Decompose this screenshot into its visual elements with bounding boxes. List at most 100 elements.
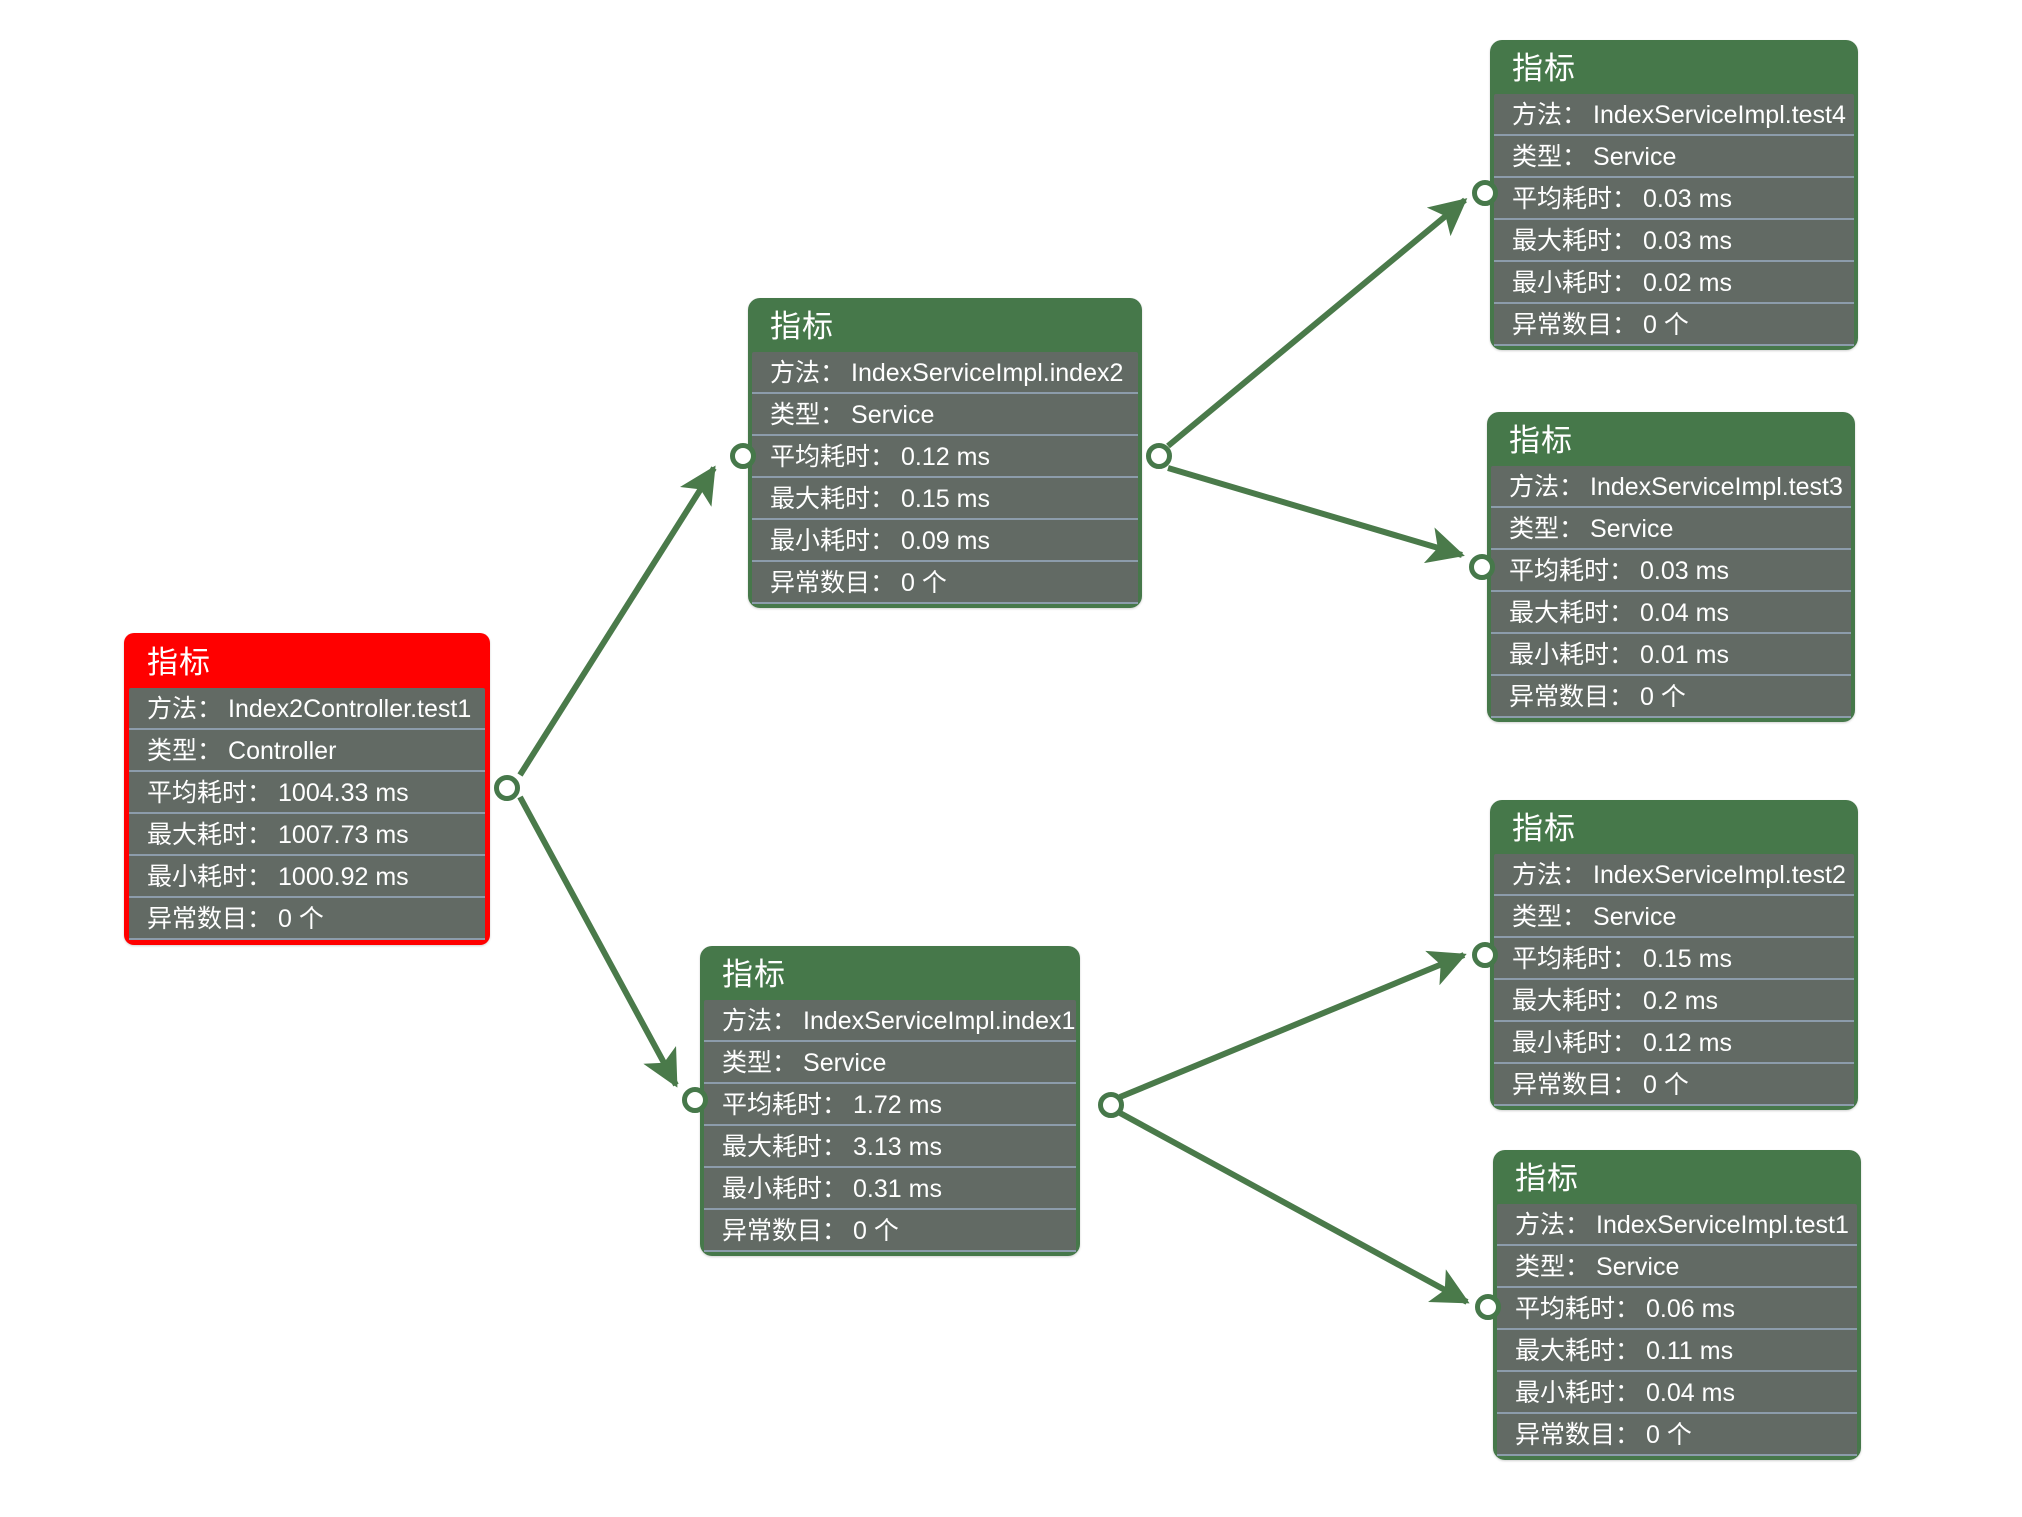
label-min: 最小耗时： (722, 1175, 848, 1203)
row-max: 最大耗时：1007.73 ms (129, 814, 485, 856)
value-errors: 0 个 (1643, 311, 1689, 339)
row-max: 最大耗时：0.03 ms (1494, 220, 1854, 262)
value-avg: 0.12 ms (901, 443, 990, 471)
node-test3[interactable]: 指标 方法：IndexServiceImpl.test3 类型：Service … (1487, 412, 1855, 722)
label-errors: 异常数目： (1512, 311, 1638, 339)
node-header: 指标 (1512, 811, 1576, 846)
node-index2[interactable]: 指标 方法：IndexServiceImpl.index2 类型：Service… (748, 298, 1142, 608)
label-avg: 平均耗时： (147, 779, 273, 807)
node-test4[interactable]: 指标 方法：IndexServiceImpl.test4 类型：Service … (1490, 40, 1858, 350)
row-type: 类型：Controller (129, 730, 485, 772)
label-avg: 平均耗时： (1512, 945, 1638, 973)
label-avg: 平均耗时： (1512, 185, 1638, 213)
node-header: 指标 (1515, 1161, 1579, 1196)
row-method: 方法：IndexServiceImpl.index2 (752, 352, 1138, 394)
value-type: Service (803, 1049, 887, 1077)
row-avg: 平均耗时：0.15 ms (1494, 938, 1854, 980)
port-index2-input[interactable] (730, 443, 756, 469)
node-body: 方法：IndexServiceImpl.index2 类型：Service 平均… (752, 352, 1138, 604)
row-min: 最小耗时：0.09 ms (752, 520, 1138, 562)
row-avg: 平均耗时：0.03 ms (1494, 178, 1854, 220)
edge-index2-to-test3 (1167, 465, 1465, 564)
value-min: 0.31 ms (853, 1175, 942, 1203)
value-min: 0.09 ms (901, 527, 990, 555)
edge-index1-to-test2 (1118, 950, 1467, 1100)
value-max: 0.03 ms (1643, 227, 1732, 255)
row-max: 最大耗时：0.11 ms (1497, 1330, 1857, 1372)
label-type: 类型： (770, 401, 846, 429)
label-method: 方法： (1515, 1211, 1591, 1239)
row-method: 方法：IndexServiceImpl.test4 (1494, 94, 1854, 136)
label-type: 类型： (1515, 1253, 1591, 1281)
value-max: 0.04 ms (1640, 599, 1729, 627)
label-errors: 异常数目： (1509, 683, 1635, 711)
row-errors: 异常数目：0 个 (1497, 1414, 1857, 1456)
label-type: 类型： (1509, 515, 1585, 543)
label-type: 类型： (1512, 143, 1588, 171)
label-method: 方法： (1509, 473, 1585, 501)
value-type: Controller (228, 737, 337, 765)
node-index1[interactable]: 指标 方法：IndexServiceImpl.index1 类型：Service… (700, 946, 1080, 1256)
label-avg: 平均耗时： (1515, 1295, 1641, 1323)
node-header: 指标 (770, 309, 834, 344)
value-method: IndexServiceImpl.test2 (1593, 861, 1846, 889)
row-method: 方法：IndexServiceImpl.test1 (1497, 1204, 1857, 1246)
row-avg: 平均耗时：0.03 ms (1491, 550, 1851, 592)
row-errors: 异常数目：0 个 (704, 1210, 1076, 1252)
label-type: 类型： (722, 1049, 798, 1077)
value-type: Service (851, 401, 935, 429)
row-errors: 异常数目：0 个 (752, 562, 1138, 604)
value-min: 0.04 ms (1646, 1379, 1735, 1407)
row-type: 类型：Service (1491, 508, 1851, 550)
label-type: 类型： (1512, 903, 1588, 931)
node-root[interactable]: 指标 方法：Index2Controller.test1 类型：Controll… (124, 633, 490, 945)
node-test1[interactable]: 指标 方法：IndexServiceImpl.test1 类型：Service … (1493, 1150, 1861, 1460)
label-max: 最大耗时： (1515, 1337, 1641, 1365)
value-min: 0.12 ms (1643, 1029, 1732, 1057)
value-avg: 0.15 ms (1643, 945, 1732, 973)
row-type: 类型：Service (1497, 1246, 1857, 1288)
port-index1-input[interactable] (682, 1087, 708, 1113)
row-min: 最小耗时：0.01 ms (1491, 634, 1851, 676)
label-avg: 平均耗时： (770, 443, 896, 471)
port-test4-input[interactable] (1472, 180, 1498, 206)
node-header: 指标 (147, 645, 211, 680)
port-index1-output[interactable] (1098, 1092, 1124, 1118)
label-max: 最大耗时： (1512, 987, 1638, 1015)
node-body: 方法：IndexServiceImpl.test4 类型：Service 平均耗… (1494, 94, 1854, 346)
port-test1-input[interactable] (1475, 1294, 1501, 1320)
label-max: 最大耗时： (1509, 599, 1635, 627)
row-min: 最小耗时：0.31 ms (704, 1168, 1076, 1210)
row-method: 方法：Index2Controller.test1 (129, 688, 485, 730)
value-min: 0.01 ms (1640, 641, 1729, 669)
label-min: 最小耗时： (1509, 641, 1635, 669)
row-errors: 异常数目：0 个 (1494, 1064, 1854, 1106)
port-test3-input[interactable] (1469, 554, 1495, 580)
value-method: Index2Controller.test1 (228, 695, 472, 723)
port-root-output[interactable] (494, 775, 520, 801)
value-max: 0.15 ms (901, 485, 990, 513)
row-method: 方法：IndexServiceImpl.test2 (1494, 854, 1854, 896)
label-errors: 异常数目： (722, 1217, 848, 1245)
value-errors: 0 个 (901, 569, 947, 597)
label-avg: 平均耗时： (1509, 557, 1635, 585)
value-max: 0.11 ms (1646, 1337, 1734, 1365)
row-max: 最大耗时：3.13 ms (704, 1126, 1076, 1168)
row-max: 最大耗时：0.2 ms (1494, 980, 1854, 1022)
value-max: 0.2 ms (1643, 987, 1719, 1015)
label-method: 方法： (770, 359, 846, 387)
label-method: 方法： (1512, 861, 1588, 889)
node-test2[interactable]: 指标 方法：IndexServiceImpl.test2 类型：Service … (1490, 800, 1858, 1110)
row-max: 最大耗时：0.15 ms (752, 478, 1138, 520)
row-type: 类型：Service (704, 1042, 1076, 1084)
port-test2-input[interactable] (1472, 942, 1498, 968)
node-body: 方法：Index2Controller.test1 类型：Controller … (129, 688, 485, 940)
row-min: 最小耗时：1000.92 ms (129, 856, 485, 898)
label-max: 最大耗时： (1512, 227, 1638, 255)
port-index2-output[interactable] (1146, 443, 1172, 469)
value-errors: 0 个 (853, 1217, 899, 1245)
row-method: 方法：IndexServiceImpl.index1 (704, 1000, 1076, 1042)
row-errors: 异常数目：0 个 (1494, 304, 1854, 346)
label-method: 方法： (722, 1007, 798, 1035)
